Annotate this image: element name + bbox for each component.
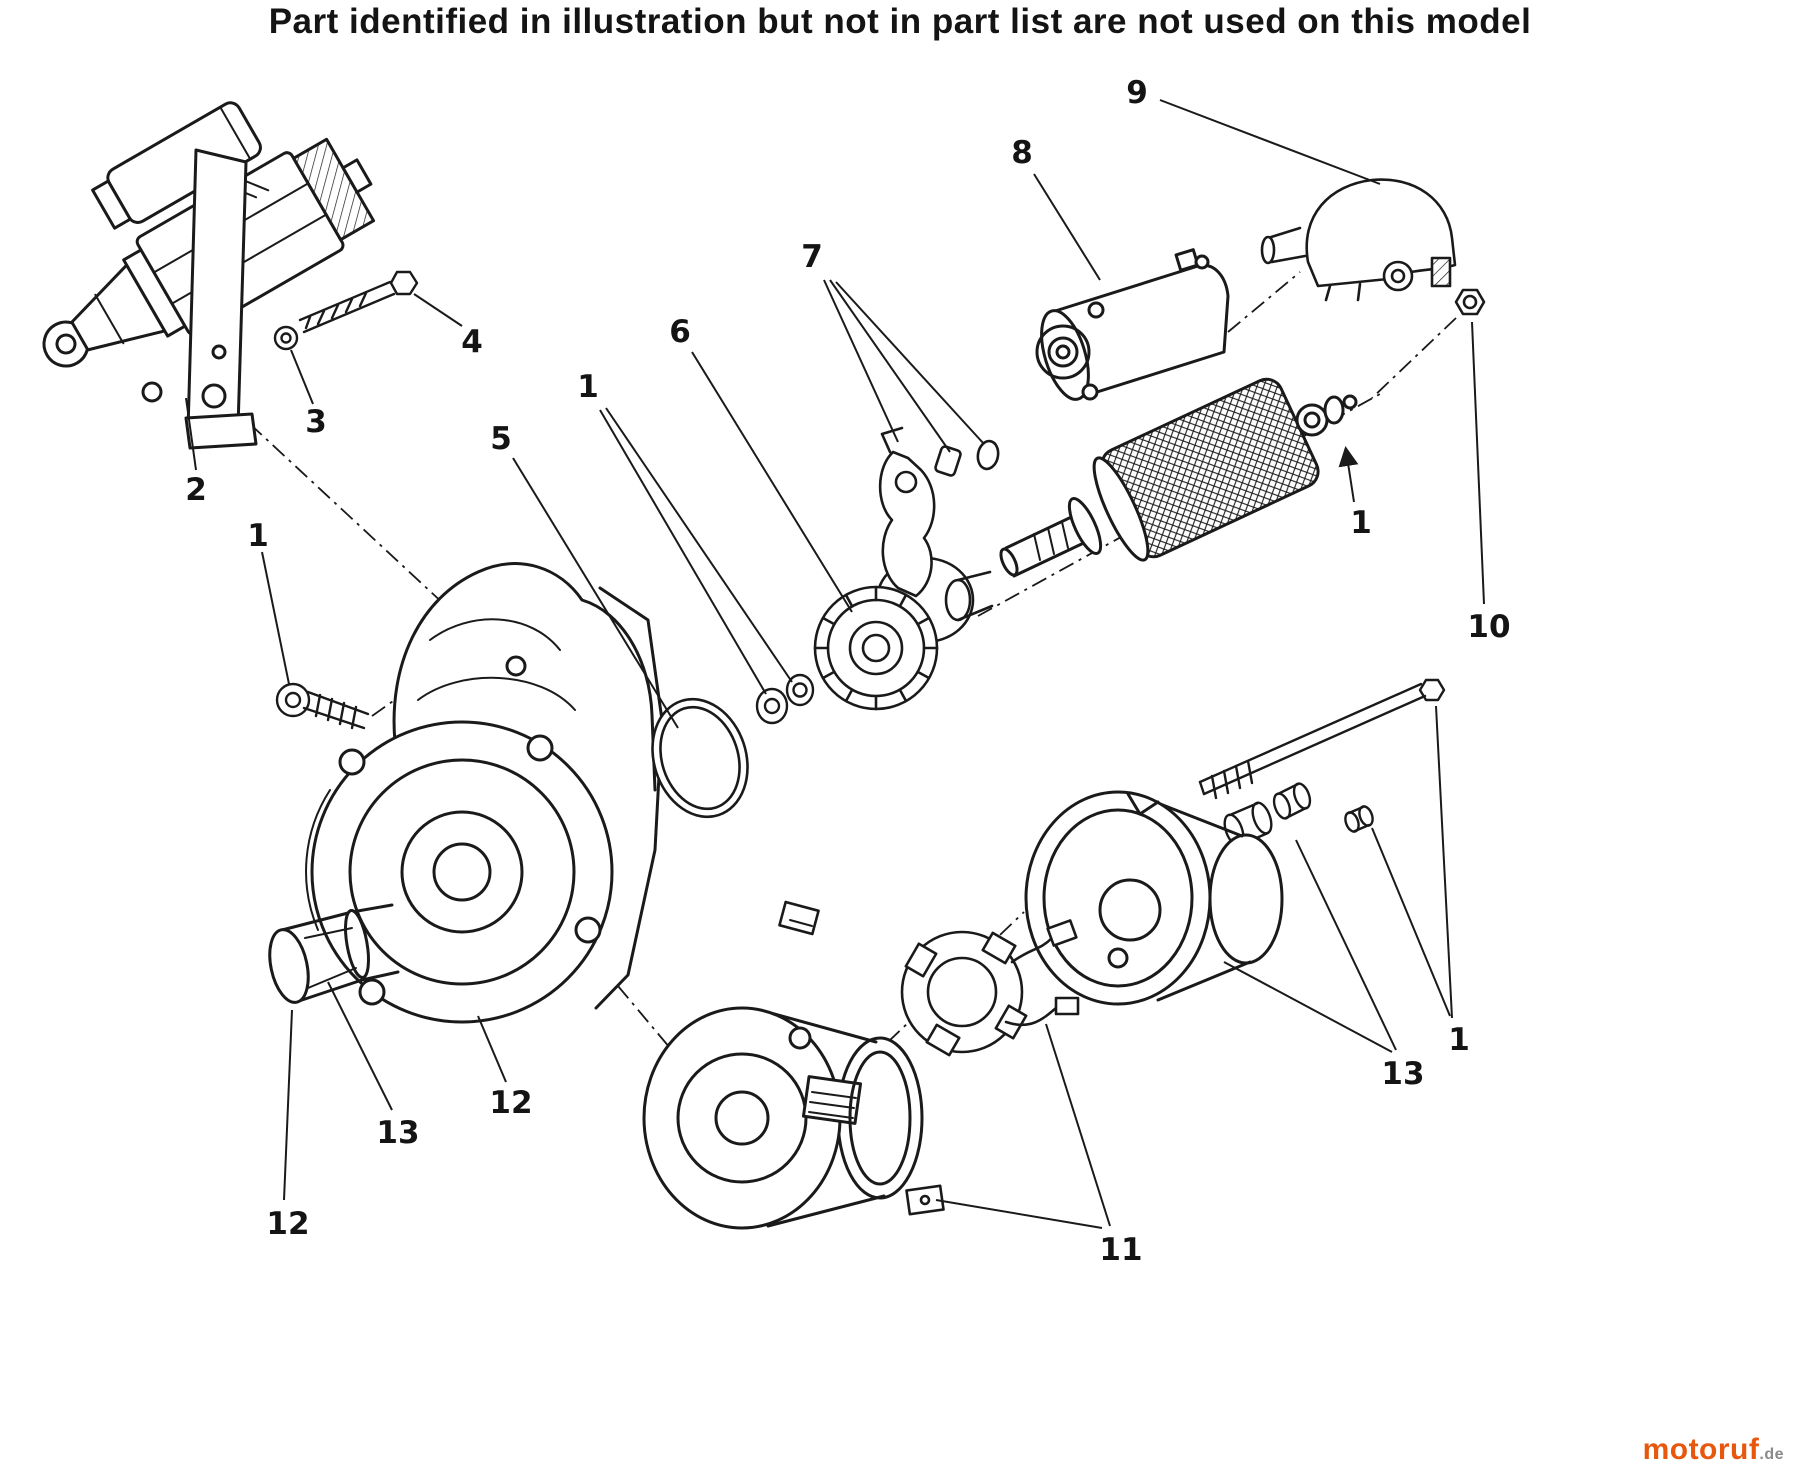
callout-part-13a: 13 [376,1115,420,1151]
watermark-brand: motoruf [1642,1433,1760,1466]
callout-part-7: 7 [801,239,823,275]
assembled-starter [42,101,376,450]
callout-part-2: 2 [185,472,207,508]
end-cap-plug [1344,805,1374,833]
through-bolt [1198,678,1446,800]
callout-part-3: 3 [305,404,327,440]
armature [999,377,1358,578]
callout-part-11: 11 [1099,1232,1143,1268]
mounting-bolt [298,270,419,334]
drive-pinion [813,585,939,711]
o-ring [651,697,749,819]
thrust-washers [755,673,815,725]
callout-part-9: 9 [1126,75,1148,111]
dust-cover [1260,178,1457,302]
end-frame [1024,790,1284,1006]
callout-part-10: 10 [1467,609,1511,645]
callout-part-12b: 12 [266,1206,310,1242]
page-title: Part identified in illustration but not … [268,2,1532,41]
callout-part-1b: 1 [577,369,599,405]
brush-blocks [778,900,945,1216]
washer [273,325,299,351]
drive-housing [268,562,664,1024]
field-housing [642,1006,924,1230]
pilot-screw [275,682,370,730]
callout-part-13b: 13 [1381,1056,1425,1092]
leader-lines [185,99,1485,1229]
callout-part-1a: 1 [247,518,269,554]
callout-part-12a: 12 [489,1085,533,1121]
watermark-tld: .de [1759,1446,1784,1463]
callout-part-1c: 1 [1350,505,1372,541]
watermark-logo: motoruf.de [1643,1433,1784,1467]
hex-nut [1454,288,1486,316]
callout-part-1d: 1 [1448,1022,1470,1058]
callout-part-8: 8 [1011,135,1033,171]
brush-plate [900,919,1080,1057]
callout-part-5: 5 [490,421,512,457]
callout-part-6: 6 [669,314,691,350]
solenoid [1035,248,1230,401]
callout-part-4: 4 [461,324,483,360]
